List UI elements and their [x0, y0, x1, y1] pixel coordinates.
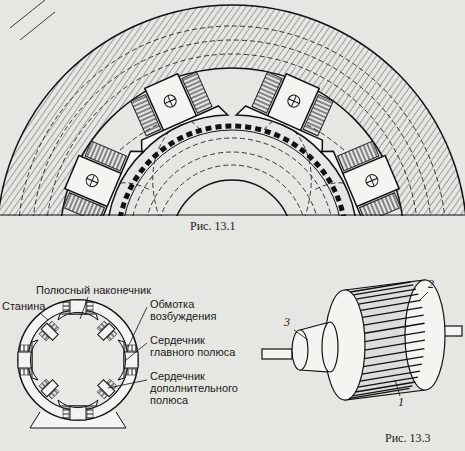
- armature-slot: [362, 307, 422, 317]
- armature-slot: [360, 371, 420, 381]
- callout-number: 2: [428, 278, 434, 290]
- part-label: Сердечник дополнительного полюса: [150, 370, 250, 406]
- part-label: Сердечник главного полюса: [150, 334, 240, 358]
- armature-slot: [364, 315, 424, 325]
- armature-slot: [356, 289, 416, 299]
- armature-slot: [365, 340, 425, 350]
- armature-slot: [364, 349, 424, 359]
- armature-slot: [365, 332, 425, 342]
- part-label: Обмотка возбуждения: [150, 298, 240, 322]
- armature-slot: [353, 285, 413, 295]
- part-label: Полюсный наконечник: [36, 284, 151, 296]
- armature-slot: [358, 377, 418, 387]
- callout-number: 3: [284, 316, 290, 328]
- callout-number: 1: [398, 396, 404, 408]
- figure-caption: Рис. 13.1: [190, 220, 235, 232]
- armature-slot: [365, 323, 425, 333]
- part-label: Станина: [2, 300, 45, 312]
- armature-slot: [353, 386, 413, 396]
- figure-caption: Рис. 13.3: [385, 432, 430, 444]
